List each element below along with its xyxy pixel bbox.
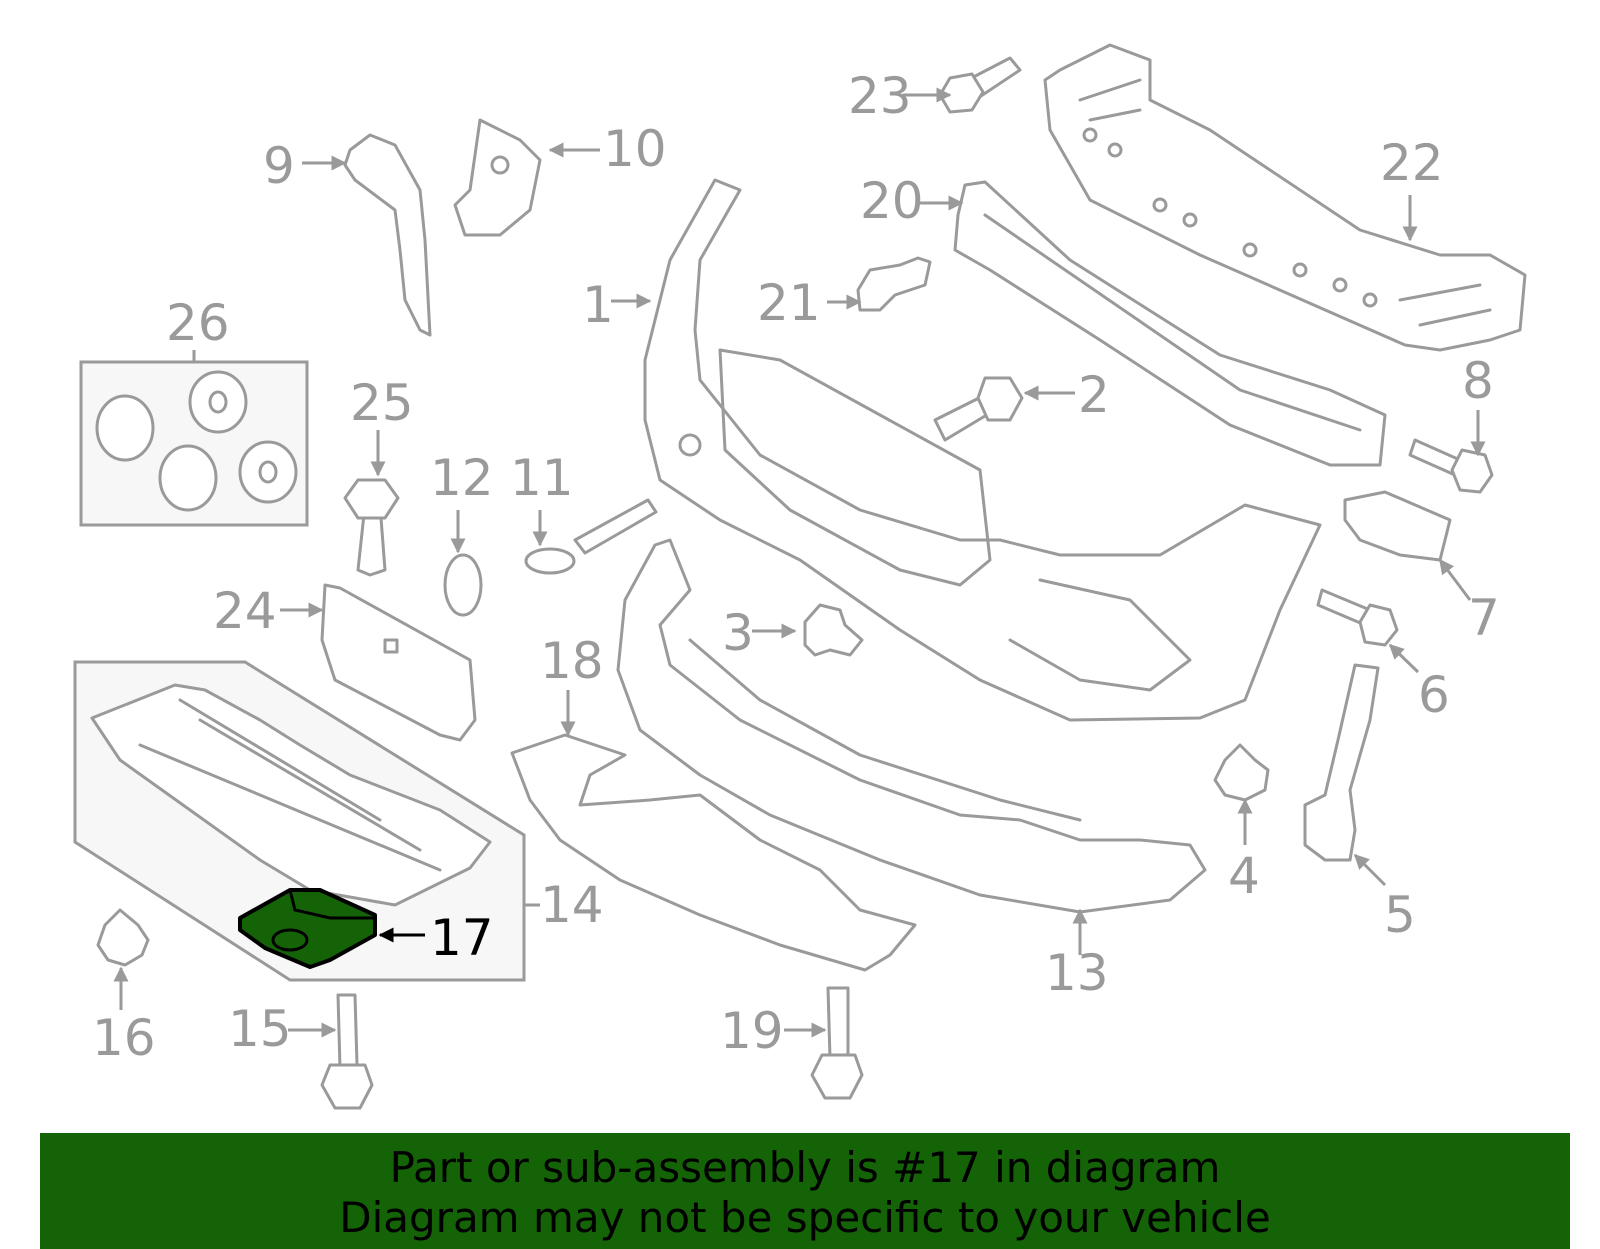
part-20-energy-absorber (953, 180, 1387, 467)
callout-8: 8 (1462, 352, 1494, 410)
part-9-bracket (343, 133, 432, 337)
callout-22: 22 (1380, 134, 1444, 192)
callout-9: 9 (263, 137, 295, 195)
part-7-grommet (1343, 490, 1452, 562)
callout-1: 1 (582, 276, 614, 334)
banner-line-1: Part or sub-assembly is #17 in diagram (389, 1143, 1221, 1192)
part-14-undercover-assembly (73, 660, 526, 982)
callout-20: 20 (860, 172, 924, 230)
callout-6: 6 (1418, 666, 1450, 724)
callout-18: 18 (540, 632, 604, 690)
part-26-grommet-set (79, 360, 309, 527)
callout-13: 13 (1045, 944, 1109, 1002)
banner-line-2: Diagram may not be specific to your vehi… (339, 1193, 1271, 1242)
part-23-bolt (938, 56, 1022, 114)
part-10-bracket (453, 118, 542, 237)
part-2-bolt (933, 376, 1024, 442)
callout-4: 4 (1228, 847, 1260, 905)
part-16-clip (96, 908, 150, 967)
callout-12: 12 (430, 449, 494, 507)
callout-25: 25 (350, 374, 414, 432)
part-5-side-bracket (1303, 663, 1380, 862)
part-15-bolt (320, 993, 374, 1110)
callout-24: 24 (213, 582, 277, 640)
part-13-lower-bumper (616, 538, 1207, 914)
callout-7: 7 (1468, 589, 1500, 647)
info-banner: Part or sub-assembly is #17 in diagram D… (40, 1133, 1570, 1249)
part-12-cap (443, 553, 483, 617)
callout-3: 3 (722, 604, 754, 662)
part-17-highlighted (238, 888, 377, 969)
callout-21: 21 (757, 274, 821, 332)
part-25-bolt (343, 478, 400, 577)
callout-14: 14 (540, 876, 604, 934)
part-24-plate (320, 583, 477, 742)
callout-19: 19 (720, 1002, 784, 1060)
callout-arrows (113, 87, 1486, 1038)
callout-10: 10 (603, 120, 667, 178)
callout-26: 26 (166, 294, 230, 352)
part-22-reinforcement-beam (1043, 43, 1527, 352)
part-11-plug (524, 498, 658, 575)
part-3-clip (803, 603, 864, 657)
part-19-bolt (810, 986, 864, 1100)
callout-5: 5 (1384, 886, 1416, 944)
callout-23: 23 (848, 67, 912, 125)
part-4-clip (1213, 743, 1270, 802)
callout-17: 17 (430, 909, 494, 967)
callout-2: 2 (1078, 366, 1110, 424)
part-1-bumper-cover (643, 178, 1322, 722)
part-21-clip (856, 256, 932, 312)
part-18-support (510, 733, 917, 972)
callout-15: 15 (228, 1000, 292, 1058)
callout-labels: 1 2 3 4 5 6 7 8 9 10 11 12 13 14 15 16 1… (92, 67, 1500, 1067)
part-6-bolt (1316, 588, 1399, 647)
part-8-bolt (1408, 438, 1494, 494)
callout-11: 11 (510, 449, 574, 507)
callout-16: 16 (92, 1009, 156, 1067)
